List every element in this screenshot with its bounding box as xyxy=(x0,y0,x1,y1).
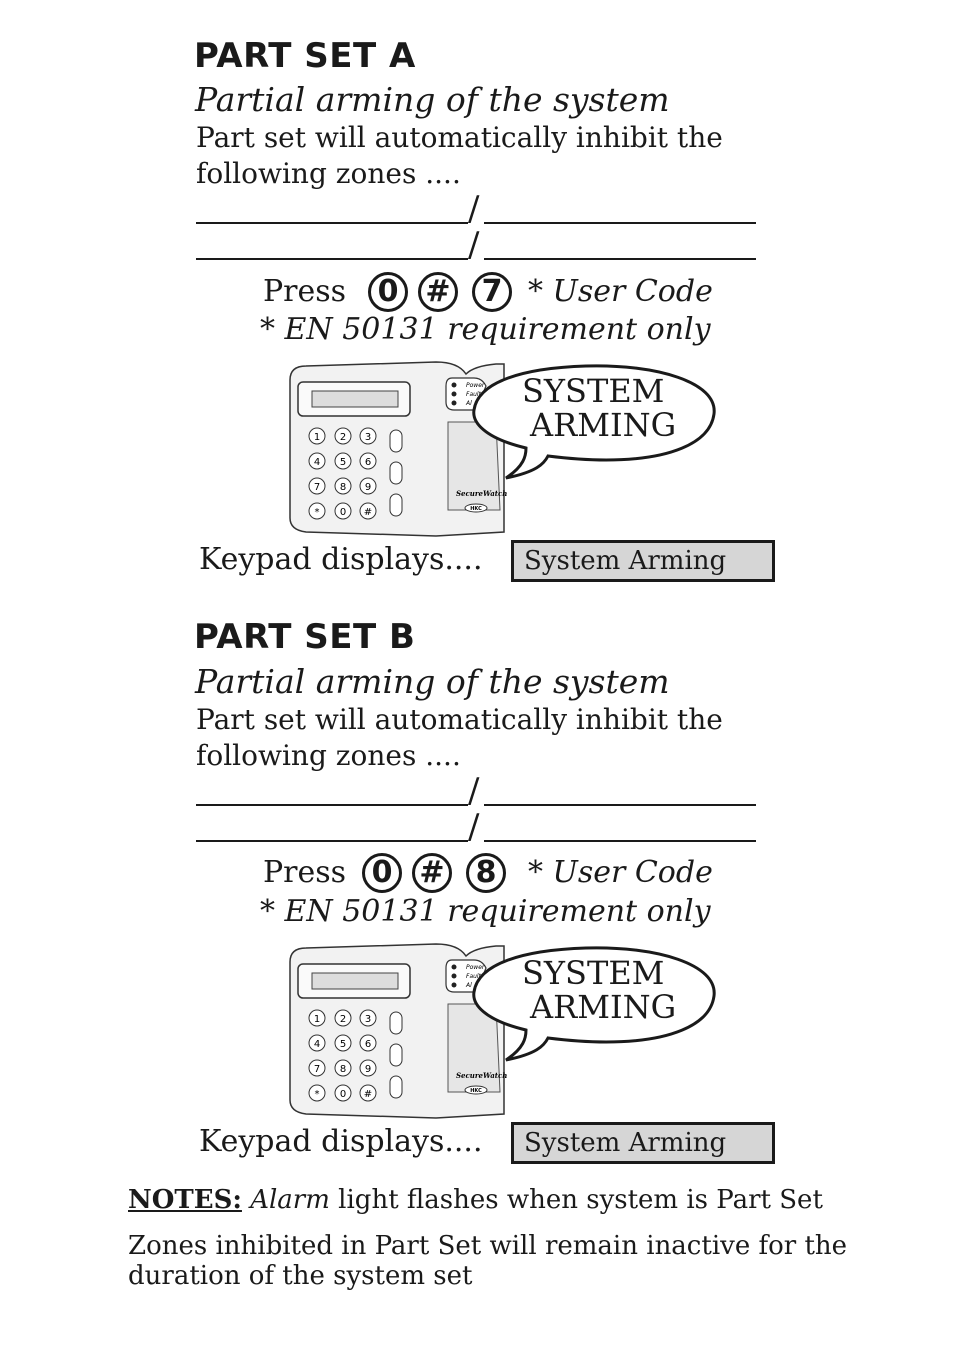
speech-bubble-text: SYSTEM ARMING xyxy=(522,372,677,444)
notes-line-1-rest: light flashes when system is Part Set xyxy=(329,1185,823,1215)
key-0: 0 xyxy=(368,272,408,312)
svg-text:5: 5 xyxy=(340,457,346,468)
svg-text:2: 2 xyxy=(340,1014,346,1025)
section-heading: PART SET A xyxy=(194,36,416,76)
key-hash: # xyxy=(412,853,452,893)
svg-text:3: 3 xyxy=(365,1014,371,1025)
bubble-line-1: SYSTEM xyxy=(522,954,665,992)
svg-text:Al: Al xyxy=(465,982,472,989)
svg-text:8: 8 xyxy=(340,1064,346,1075)
zone-separator: / xyxy=(468,189,480,229)
svg-text:#: # xyxy=(364,507,372,518)
zone-blank-line xyxy=(196,222,468,224)
user-code-label: * User Code xyxy=(528,855,713,890)
zone-blank-line xyxy=(484,258,756,260)
section-subtitle: Partial arming of the system xyxy=(195,80,670,119)
lcd-screen xyxy=(311,972,399,990)
svg-text:Fault: Fault xyxy=(466,391,482,398)
zone-blank-line xyxy=(196,258,468,260)
section-subtitle: Partial arming of the system xyxy=(195,662,670,701)
speech-bubble-text: SYSTEM ARMING xyxy=(522,954,677,1026)
requirement-note: * EN 50131 requirement only xyxy=(260,312,711,347)
description-line-2: following zones .... xyxy=(196,739,461,772)
keypad-illustration: 1 2 3 4 5 6 7 8 9 * 0 # Power Fault Al S… xyxy=(289,943,716,1119)
key-7: 7 xyxy=(472,272,512,312)
svg-text:0: 0 xyxy=(340,507,346,518)
description-line-1: Part set will automatically inhibit the xyxy=(196,121,723,154)
svg-text:6: 6 xyxy=(365,457,371,468)
svg-text:#: # xyxy=(364,1089,372,1100)
bubble-line-1: SYSTEM xyxy=(522,372,665,410)
zone-blank-line xyxy=(484,840,756,842)
svg-text:Al: Al xyxy=(465,400,472,407)
svg-text:6: 6 xyxy=(365,1039,371,1050)
key-8: 8 xyxy=(466,853,506,893)
zone-blank-line xyxy=(196,840,468,842)
svg-text:9: 9 xyxy=(365,1064,371,1075)
bubble-line-2: ARMING xyxy=(530,406,677,444)
svg-text:8: 8 xyxy=(340,482,346,493)
keypad-display-box: System Arming xyxy=(511,1122,775,1164)
press-label: Press xyxy=(263,274,347,309)
svg-text:SecureWatch: SecureWatch xyxy=(456,1071,507,1080)
press-label: Press xyxy=(263,855,347,890)
keypad-illustration: 1 2 3 4 5 6 7 8 9 * 0 # Power Fault Al S… xyxy=(289,361,716,537)
speech-bubble xyxy=(472,364,716,480)
svg-text:2: 2 xyxy=(340,432,346,443)
svg-text:1: 1 xyxy=(314,432,320,443)
zone-separator: / xyxy=(468,771,480,811)
svg-text:HKC: HKC xyxy=(470,1088,482,1094)
svg-text:3: 3 xyxy=(365,432,371,443)
zone-blank-line xyxy=(484,222,756,224)
notes-line-3: duration of the system set xyxy=(128,1261,473,1291)
zone-blank-line xyxy=(484,804,756,806)
notes-alarm-word: Alarm xyxy=(250,1185,330,1215)
lcd-screen xyxy=(311,390,399,408)
svg-text:Power: Power xyxy=(466,964,485,971)
bubble-line-2: ARMING xyxy=(530,988,677,1026)
svg-text:1: 1 xyxy=(314,1014,320,1025)
svg-text:Power: Power xyxy=(466,382,485,389)
description-line-2: following zones .... xyxy=(196,157,461,190)
svg-text:7: 7 xyxy=(314,482,320,493)
zone-separator: / xyxy=(468,225,480,265)
svg-text:7: 7 xyxy=(314,1064,320,1075)
section-heading: PART SET B xyxy=(194,617,416,657)
user-code-label: * User Code xyxy=(528,274,713,309)
svg-text:9: 9 xyxy=(365,482,371,493)
speech-bubble xyxy=(472,946,716,1062)
svg-text:*: * xyxy=(315,1089,320,1100)
svg-text:SecureWatch: SecureWatch xyxy=(456,489,507,498)
zone-blank-line xyxy=(196,804,468,806)
keypad-display-box: System Arming xyxy=(511,540,775,582)
description-line-1: Part set will automatically inhibit the xyxy=(196,703,723,736)
notes-label: NOTES: xyxy=(128,1185,242,1215)
keypad-displays-label: Keypad displays.... xyxy=(199,542,483,577)
svg-text:5: 5 xyxy=(340,1039,346,1050)
zone-separator: / xyxy=(468,807,480,847)
keypad-displays-label: Keypad displays.... xyxy=(199,1124,483,1159)
svg-text:HKC: HKC xyxy=(470,506,482,512)
key-hash: # xyxy=(418,272,458,312)
notes-line-1: NOTES: Alarm light flashes when system i… xyxy=(128,1184,823,1216)
notes-line-2: Zones inhibited in Part Set will remain … xyxy=(128,1231,848,1261)
keypad-buttons: 1 2 3 4 5 6 7 8 9 * 0 # xyxy=(308,1009,403,1102)
svg-text:Fault: Fault xyxy=(466,973,482,980)
key-0: 0 xyxy=(362,853,402,893)
svg-text:0: 0 xyxy=(340,1089,346,1100)
keypad-buttons: 1 2 3 4 5 6 7 8 9 * 0 # xyxy=(308,427,403,520)
svg-text:*: * xyxy=(315,507,320,518)
requirement-note: * EN 50131 requirement only xyxy=(260,894,711,929)
svg-text:4: 4 xyxy=(314,457,320,468)
svg-text:4: 4 xyxy=(314,1039,320,1050)
